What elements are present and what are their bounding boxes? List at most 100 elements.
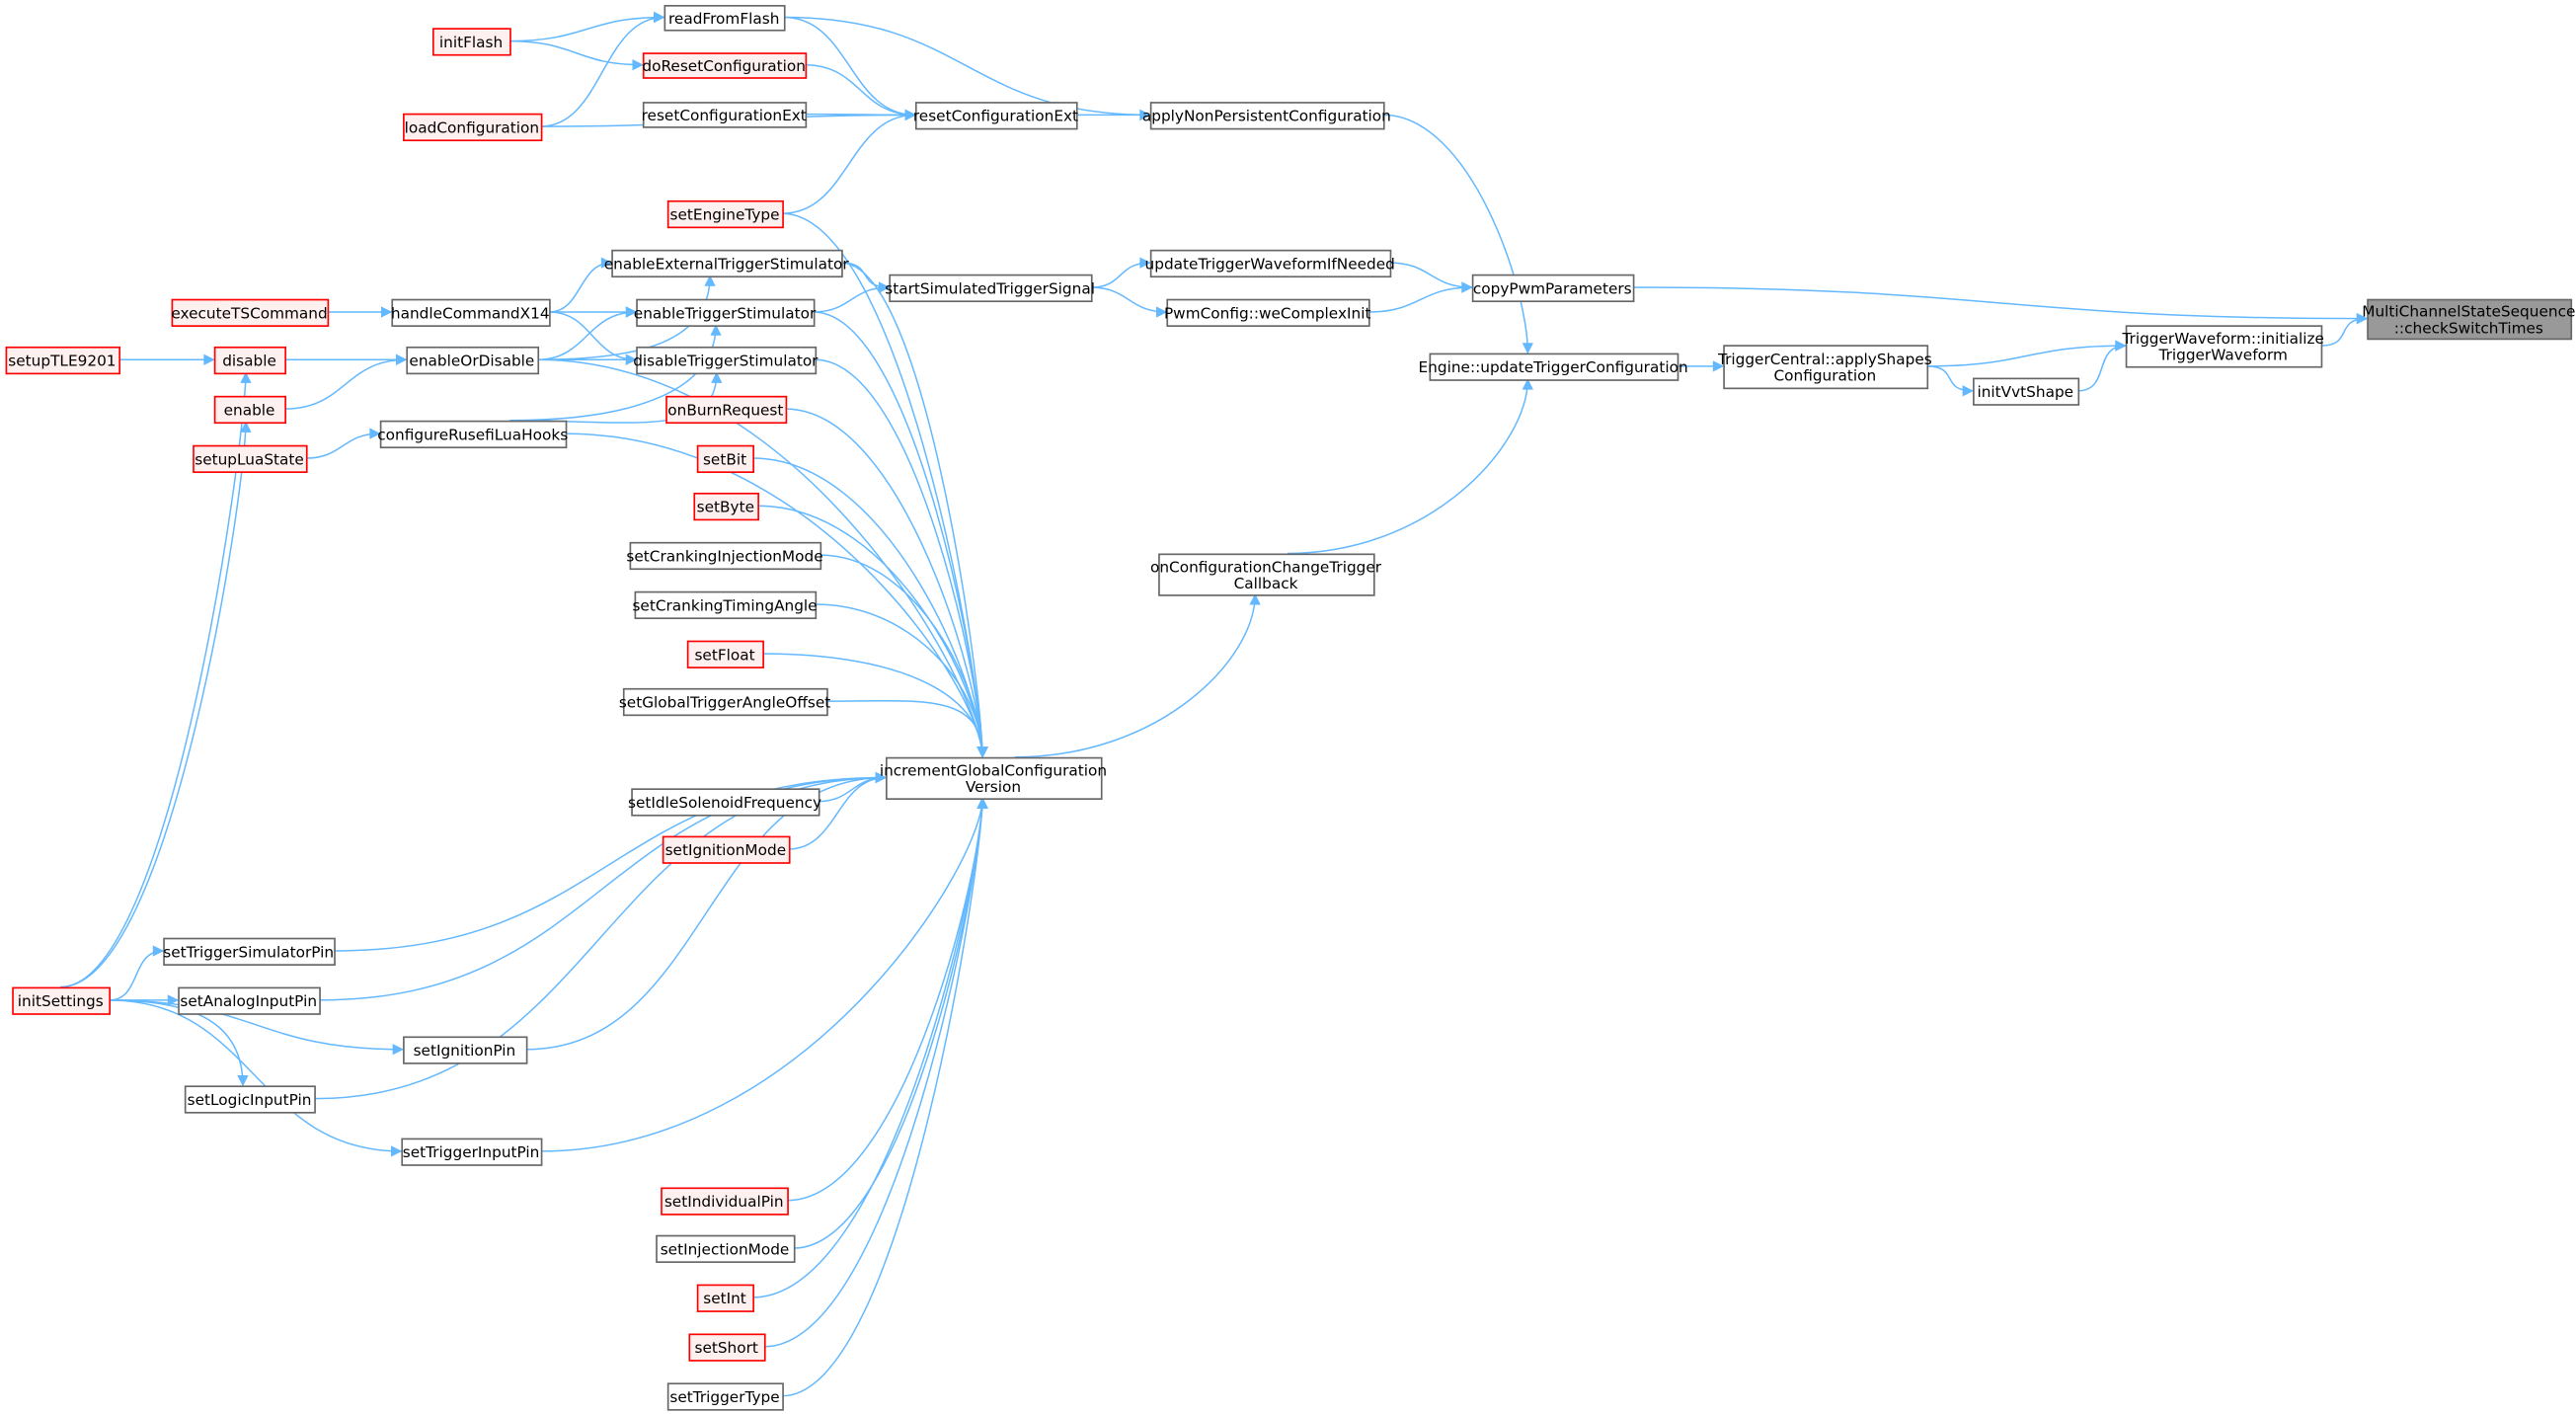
node-box [163, 937, 336, 966]
node-box [636, 298, 816, 327]
graph-node-setTriggerInputPin[interactable]: setTriggerInputPin [401, 1138, 543, 1166]
node-box [693, 492, 759, 521]
graph-node-setInjectionMode[interactable]: setInjectionMode [656, 1234, 796, 1263]
graph-node-setEngineType[interactable]: setEngineType [666, 199, 784, 229]
graph-node-setIgnitionPin[interactable]: setIgnitionPin [403, 1036, 528, 1064]
node-box [914, 102, 1078, 130]
node-box [193, 444, 308, 473]
graph-node-resetConfigurationExtB[interactable]: resetConfigurationExt [913, 102, 1078, 130]
graph-node-updateTriggerWaveformIfNeeded[interactable]: updateTriggerWaveformIfNeeded [1145, 249, 1395, 278]
graph-node-disableTriggerStimulator[interactable]: disableTriggerStimulator [633, 346, 819, 375]
graph-node-executeTSCommand[interactable]: executeTSCommand [171, 298, 330, 327]
call-edge [1014, 594, 1256, 758]
graph-node-configureRusefiLuaHooks[interactable]: configureRusefiLuaHooks [377, 420, 568, 449]
call-edge [1382, 114, 1529, 354]
graph-node-setTriggerSimulatorPin[interactable]: setTriggerSimulatorPin [163, 937, 336, 966]
graph-node-weComplexInit[interactable]: PwmConfig::weComplexInit [1164, 298, 1370, 327]
node-label: doResetConfiguration [642, 57, 806, 75]
arrowhead-icon [632, 59, 644, 71]
node-box [1158, 553, 1375, 596]
graph-node-checkSwitchTimes[interactable]: MultiChannelStateSequence::checkSwitchTi… [2362, 298, 2575, 341]
arrowhead-icon [1249, 593, 1261, 605]
graph-node-copyPwmParameters[interactable]: copyPwmParameters [1471, 274, 1635, 303]
graph-node-setInt[interactable]: setInt [696, 1284, 754, 1312]
graph-node-handleCommandX14[interactable]: handleCommandX14 [391, 298, 551, 327]
node-box [1973, 377, 2080, 406]
graph-node-enableExternalTriggerStimulator[interactable]: enableExternalTriggerStimulator [604, 249, 850, 278]
graph-node-setLogicInputPin[interactable]: setLogicInputPin [184, 1085, 316, 1114]
node-box [661, 1187, 789, 1216]
call-edge [109, 999, 402, 1152]
call-edge [2320, 317, 2368, 347]
call-edge [537, 275, 711, 360]
arrowhead-icon [240, 371, 252, 383]
call-edge [788, 776, 887, 850]
graph-node-initSettings[interactable]: initSettings [12, 986, 111, 1015]
graph-node-loadConfiguration[interactable]: loadConfiguration [403, 113, 543, 142]
arrowhead-icon [625, 354, 638, 365]
graph-node-setTriggerType[interactable]: setTriggerType [666, 1382, 784, 1411]
node-label: configureRusefiLuaHooks [377, 426, 568, 443]
graph-node-setAnalogInputPin[interactable]: setAnalogInputPin [178, 986, 321, 1015]
call-edge [815, 358, 983, 757]
graph-node-setBit[interactable]: setBit [696, 444, 754, 473]
graph-node-setGlobalTriggerAngleOffset[interactable]: setGlobalTriggerAngleOffset [619, 687, 830, 717]
graph-node-doResetConfiguration[interactable]: doResetConfiguration [642, 52, 808, 79]
call-edge [1389, 262, 1472, 288]
graph-node-setIdleSolenoidFrequency[interactable]: setIdleSolenoidFrequency [628, 788, 821, 817]
node-box [696, 1284, 754, 1312]
node-label: initVvtShape [1977, 383, 2073, 401]
graph-node-applyNonPersistentConfiguration[interactable]: applyNonPersistentConfiguration [1142, 102, 1391, 130]
graph-node-disable[interactable]: disable [213, 346, 286, 375]
graph-node-updateTriggerConfiguration[interactable]: Engine::updateTriggerConfiguration [1419, 353, 1688, 381]
call-edge [540, 798, 983, 1152]
arrowhead-icon [976, 746, 988, 758]
node-label: setBit [703, 450, 746, 468]
graph-node-setIndividualPin[interactable]: setIndividualPin [661, 1187, 789, 1216]
graph-node-setupTLE9201[interactable]: setupTLE9201 [5, 346, 120, 375]
node-box [664, 4, 786, 32]
node-label: applyNonPersistentConfiguration [1142, 108, 1391, 125]
arrowhead-icon [203, 354, 215, 365]
node-box [636, 346, 818, 375]
graph-node-setCrankingTimingAngle[interactable]: setCrankingTimingAngle [632, 590, 818, 620]
node-label: copyPwmParameters [1473, 279, 1632, 297]
arrowhead-icon [654, 11, 665, 24]
graph-node-setFloat[interactable]: setFloat [686, 640, 764, 668]
graph-node-initializeTriggerWaveform[interactable]: TriggerWaveform::initializeTriggerWavefo… [2121, 325, 2324, 368]
arrowhead-icon [167, 994, 180, 1006]
call-edge [1090, 286, 1167, 313]
graph-node-readFromFlash[interactable]: readFromFlash [664, 4, 786, 32]
graph-node-enableTriggerStimulator[interactable]: enableTriggerStimulator [634, 298, 817, 327]
graph-node-setByte[interactable]: setByte [693, 492, 759, 521]
graph-node-initVvtShape[interactable]: initVvtShape [1973, 377, 2080, 406]
call-edge [1367, 286, 1472, 313]
call-edge [284, 358, 407, 410]
node-label: Configuration [1773, 367, 1876, 385]
graph-node-resetConfigurationExtA[interactable]: resetConfigurationExt [642, 102, 808, 128]
call-edge [565, 432, 983, 757]
graph-node-enable[interactable]: enable [213, 395, 286, 425]
call-edge [509, 39, 643, 66]
node-label: setIdleSolenoidFrequency [628, 794, 821, 812]
graph-node-setShort[interactable]: setShort [688, 1333, 766, 1362]
node-box [622, 687, 828, 717]
graph-node-setCrankingInjectionMode[interactable]: setCrankingInjectionMode [626, 541, 823, 571]
node-label: TriggerCentral::applyShapes [1717, 351, 1932, 368]
node-label: setupLuaState [195, 450, 304, 468]
node-box [1723, 345, 1929, 390]
node-box [403, 113, 543, 142]
graph-node-onBurnRequest[interactable]: onBurnRequest [665, 395, 788, 425]
graph-node-setIgnitionMode[interactable]: setIgnitionMode [662, 835, 791, 864]
graph-node-setupLuaState[interactable]: setupLuaState [193, 444, 308, 473]
arrowhead-icon [395, 354, 408, 365]
graph-node-initFlash[interactable]: initFlash [431, 28, 511, 56]
graph-node-enableOrDisable[interactable]: enableOrDisable [406, 346, 540, 375]
graph-node-startSimulatedTriggerSignal[interactable]: startSimulatedTriggerSignal [885, 274, 1095, 303]
node-label: loadConfiguration [405, 118, 539, 136]
node-box [666, 1382, 784, 1411]
call-edge [1926, 345, 2126, 367]
